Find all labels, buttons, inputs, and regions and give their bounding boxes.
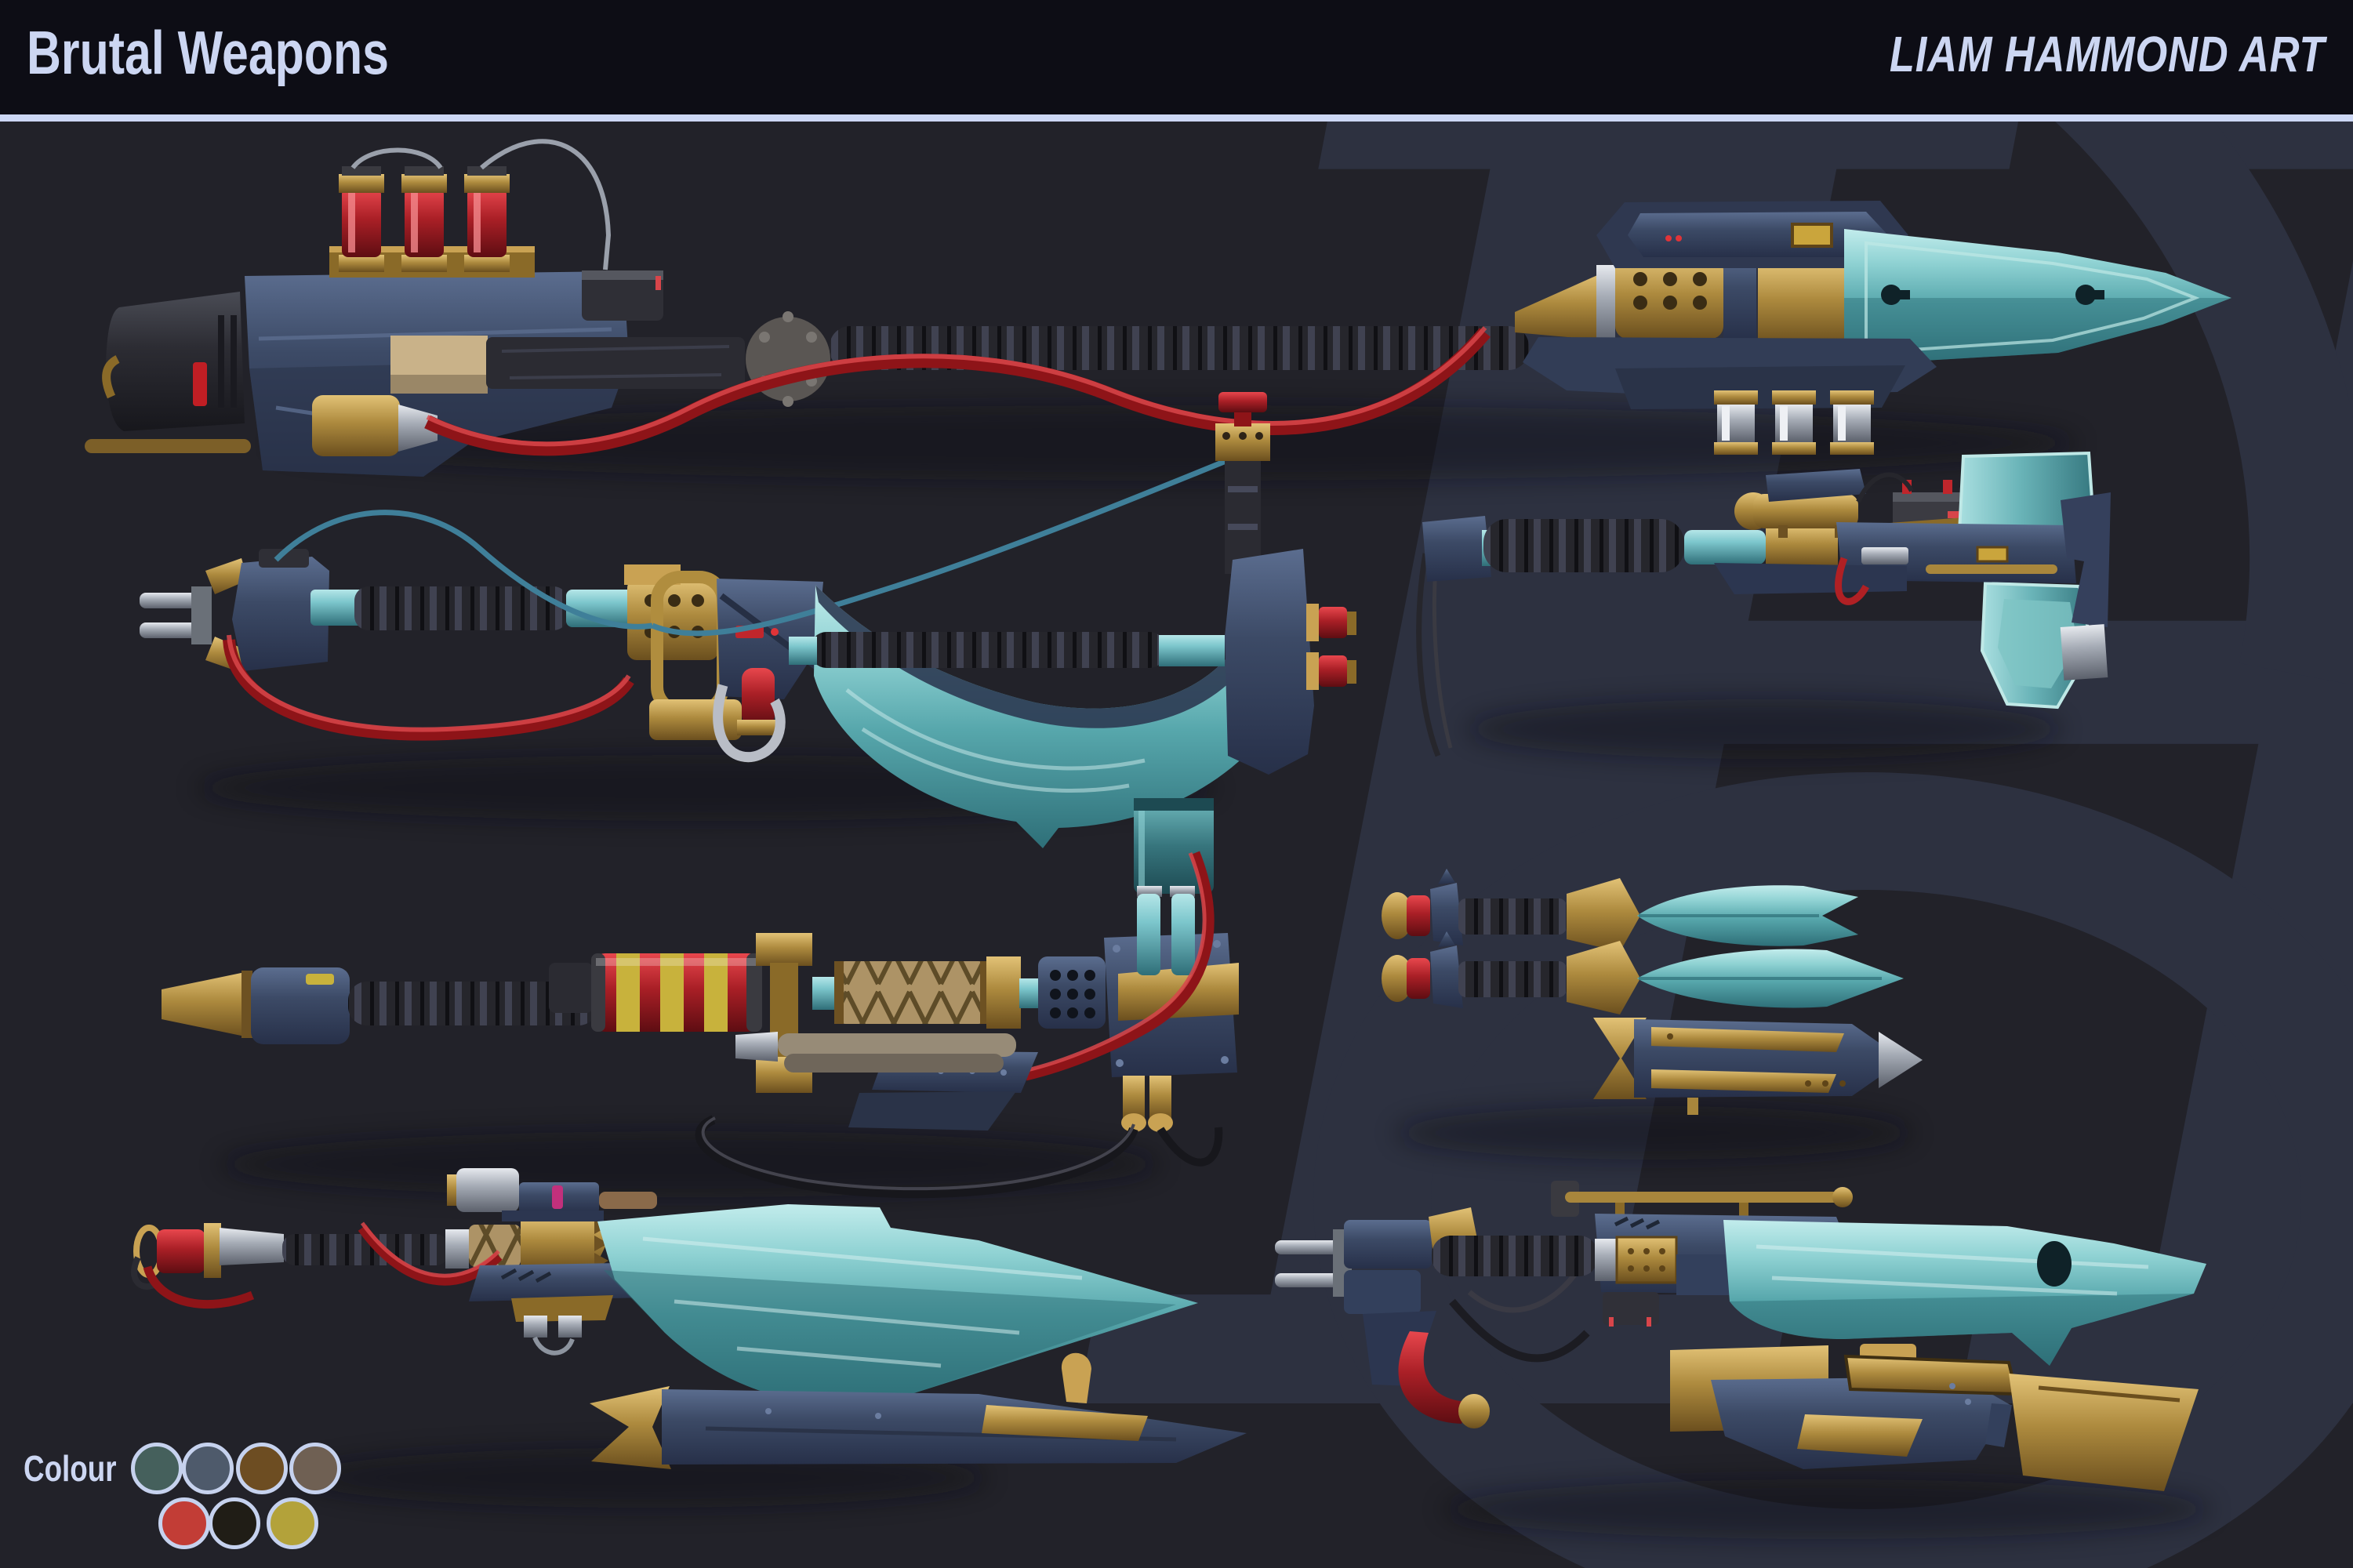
palette-label: Colour	[24, 1448, 117, 1489]
weapon-spear-sword-rifle	[131, 1168, 1198, 1404]
coolant-cylinder	[1134, 798, 1214, 894]
red-knobs	[1306, 604, 1356, 690]
weapon-striped-flame-mace	[162, 798, 1239, 1199]
machete-blade	[1723, 1220, 2206, 1366]
weapon-tesla-rifle-glaive	[85, 139, 2231, 477]
weapon-machete-rifle	[1275, 1181, 2206, 1428]
header-divider	[0, 114, 2353, 122]
palette-swatch-red	[158, 1497, 210, 1549]
weapon-axe-carbine	[1416, 451, 2111, 757]
palette-swatch-brown	[236, 1443, 288, 1494]
red-horn-vial	[1398, 1331, 1468, 1424]
hose-cables	[695, 1115, 1138, 1199]
artist-credit: LIAM HAMMOND ART	[1889, 26, 2325, 82]
palette-swatch-slate	[182, 1443, 234, 1494]
signal-wire-blue	[274, 510, 653, 630]
striped-drum	[591, 953, 762, 1032]
palette-swatch-teal	[131, 1443, 183, 1494]
power-cable-red	[223, 639, 634, 741]
palette-swatch-taupe	[289, 1443, 341, 1494]
glaive-blade	[1844, 229, 2231, 365]
blade-hole	[2037, 1241, 2072, 1287]
machete-sheath	[1670, 1344, 2199, 1491]
page-title: Brutal Weapons	[27, 18, 390, 87]
shell-casings	[1714, 390, 1874, 455]
blade-mount-fin	[1225, 549, 1314, 775]
weapon-crescent-scythe-rifle	[140, 392, 1356, 848]
tesla-canisters	[339, 139, 612, 272]
trigger-hook	[713, 684, 786, 763]
watermark-flourish-tail	[2039, 18, 2353, 685]
palette-swatch-black	[209, 1497, 260, 1549]
weapon-dagger-spear	[1382, 931, 1904, 1014]
power-cable-red	[424, 328, 1491, 456]
power-cable-red	[1024, 851, 1215, 1081]
blade-keyholes	[1881, 285, 2104, 305]
weapon-dagger-fishtail	[1382, 869, 1858, 952]
brass-rail	[1565, 1192, 1841, 1203]
sword-scabbard	[590, 1352, 1247, 1469]
watermark-flourish	[1313, 772, 2353, 1568]
palette-swatch-yellow	[267, 1497, 318, 1549]
page-header: Brutal Weapons LIAM HAMMOND ART	[0, 0, 2353, 114]
long-barrel	[830, 326, 1529, 370]
dagger-sheath	[1593, 1018, 1923, 1115]
